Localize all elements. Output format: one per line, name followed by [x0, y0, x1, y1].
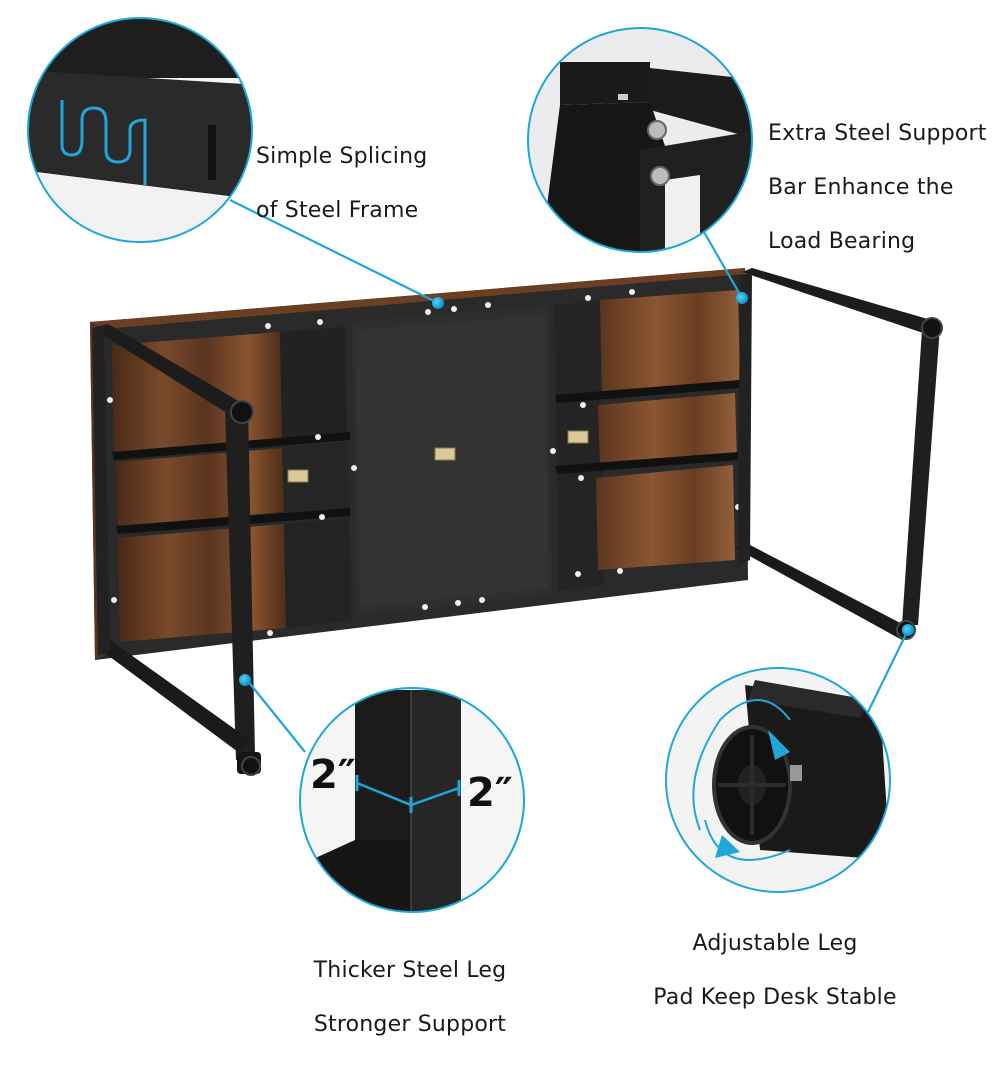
callout-dot-splicing [432, 297, 444, 309]
callout-label-leg-pad: Adjustable Leg Pad Keep Desk Stable [630, 903, 920, 1038]
callout-line: of Steel Frame [256, 198, 419, 223]
callout-line: Adjustable Leg [692, 931, 858, 956]
left-leg-frame [92, 324, 261, 776]
callout-line: Simple Splicing [256, 144, 428, 169]
detail-circle-support-bar [527, 27, 753, 253]
rotate-arrow-icon [715, 835, 740, 858]
callout-label-thick-leg: Thicker Steel Leg Stronger Support [290, 930, 530, 1065]
detail-circle-splicing [27, 17, 253, 243]
callout-dot-thick-leg [239, 674, 251, 686]
callout-line: Stronger Support [313, 1012, 507, 1037]
callout-dot-support-bar [736, 292, 748, 304]
callout-line: Bar Enhance the [768, 175, 954, 200]
detail-circle-leg-pad [665, 667, 891, 893]
callout-line: Load Bearing [768, 229, 916, 254]
dimension-left: 2″ [310, 752, 356, 798]
right-leg-frame [735, 268, 943, 640]
callout-line: Thicker Steel Leg [313, 958, 507, 983]
callout-label-splicing: Simple Splicing of Steel Frame [256, 116, 427, 251]
detail-circle-thick-leg [299, 687, 525, 913]
rotate-arrow-icon [768, 730, 790, 760]
callout-line: Extra Steel Support [768, 121, 987, 146]
product-infographic: Simple Splicing of Steel Frame Extra Ste… [27, 17, 987, 1037]
callout-dot-leg-pad [902, 624, 914, 636]
dimension-right: 2″ [467, 770, 513, 816]
callout-label-support-bar: Extra Steel Support Bar Enhance the Load… [768, 93, 987, 282]
desk-underside-illustration [27, 17, 943, 913]
callout-line: Pad Keep Desk Stable [653, 985, 897, 1010]
